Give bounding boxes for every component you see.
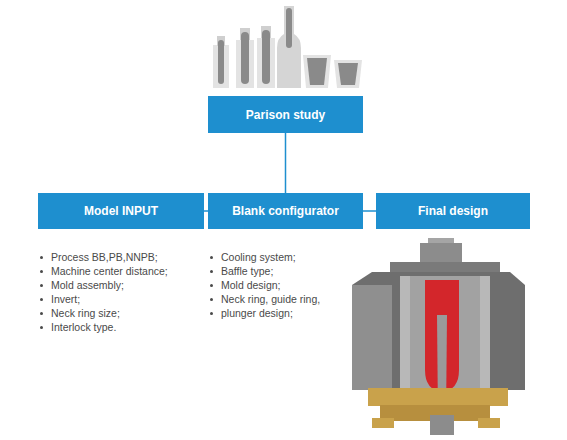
box-title: Model INPUT — [84, 204, 158, 218]
box-title: Final design — [418, 204, 488, 218]
process-box: Blank configurator — [208, 193, 363, 229]
connector-line — [363, 210, 376, 212]
connector-line — [285, 133, 287, 193]
process-box: Parison study — [208, 96, 363, 133]
process-box: Final design — [376, 193, 530, 229]
bullet-item: Machine center distance; — [38, 265, 168, 278]
box-title: Parison study — [246, 108, 325, 122]
bullet-item: Neck ring size; — [38, 307, 120, 320]
bullet-item: Mold assembly; — [38, 279, 124, 292]
parison-shapes — [213, 6, 362, 88]
bullet-item: Baffle type; — [208, 265, 273, 278]
bullet-item: Cooling system; — [208, 251, 296, 264]
bullet-item: Process BB,PB,NNPB; — [38, 251, 158, 264]
box-title: Blank configurator — [232, 204, 339, 218]
blank-mold-illustration — [352, 238, 525, 435]
bullet-item: Invert; — [38, 293, 80, 306]
bullet-item: plunger design; — [208, 307, 293, 320]
bullet-item: Mold design; — [208, 279, 281, 292]
process-box: Model INPUT — [38, 193, 204, 229]
bullet-item: Neck ring, guide ring, — [208, 293, 320, 306]
bullet-item: Interlock type. — [38, 321, 116, 334]
